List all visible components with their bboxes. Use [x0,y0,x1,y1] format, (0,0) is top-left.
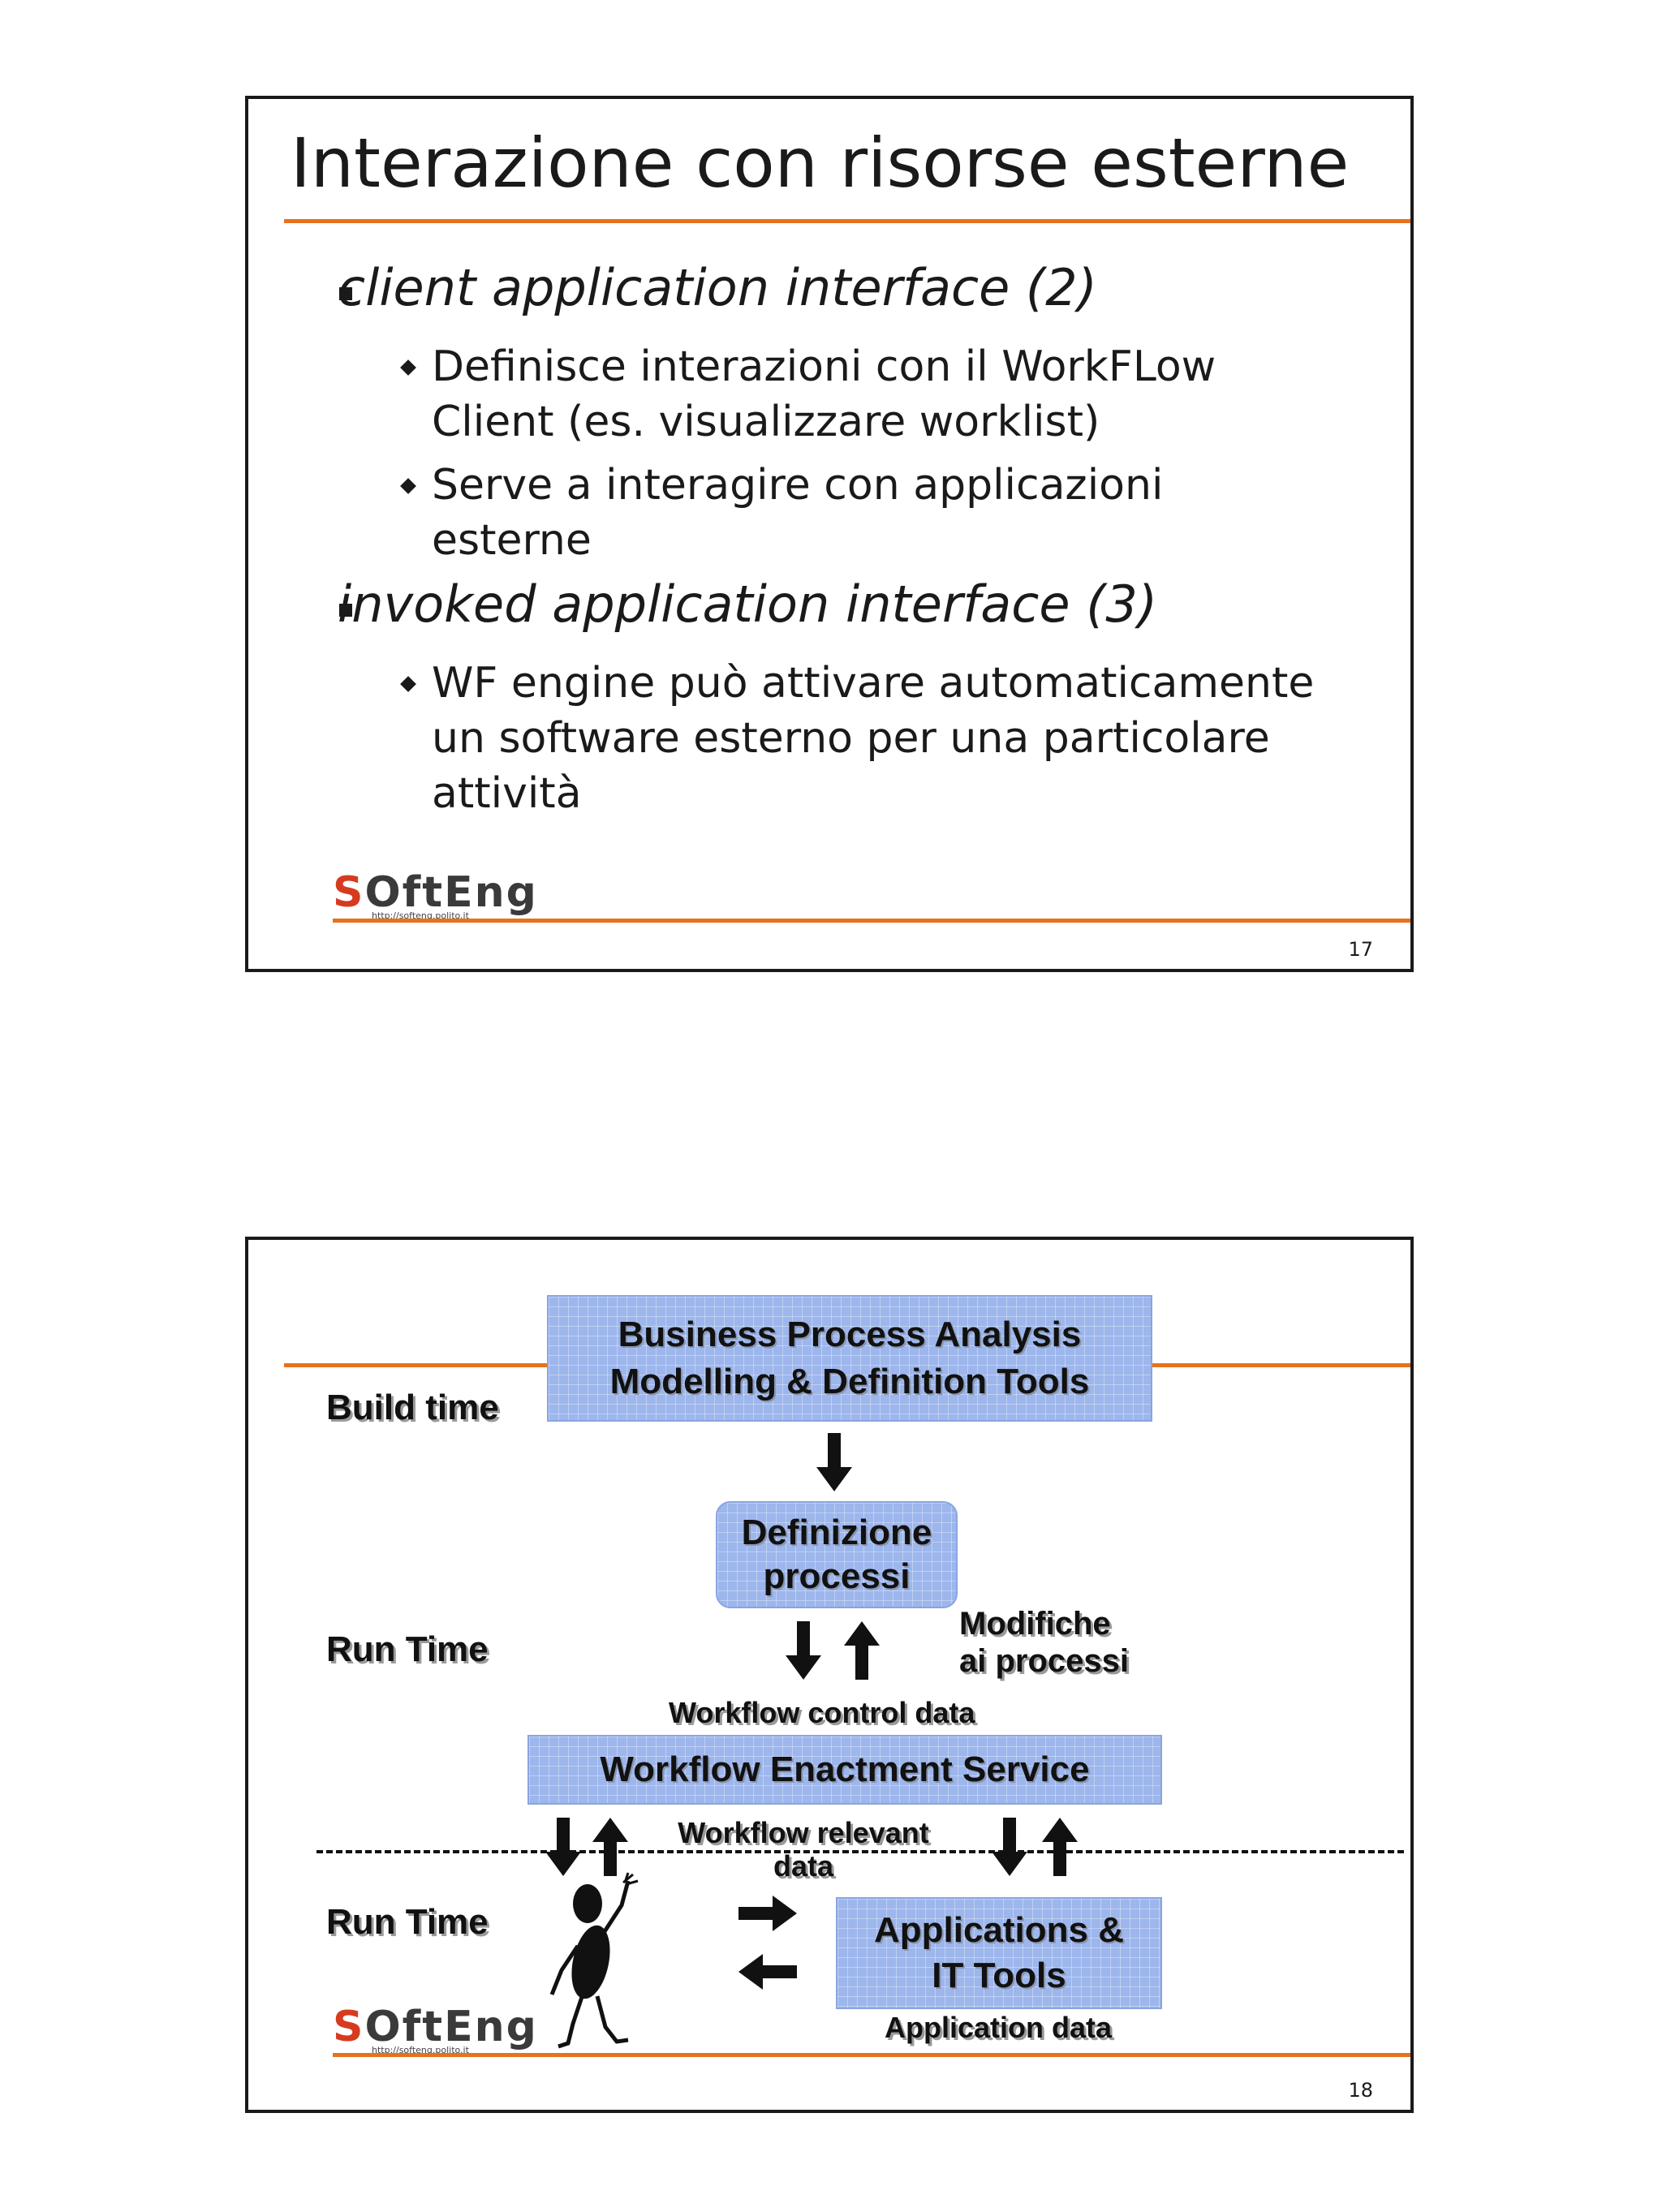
bullet-diamond-icon [400,676,416,692]
softeng-logo: SOftEng http://softeng.polito.it [333,868,538,921]
run-time-separator-line [316,1850,1404,1853]
footer-line [333,919,1410,923]
build-time-label: Build time [326,1388,499,1427]
workflow-relevant-data-label: Workflow relevant data [678,1816,929,1883]
workflow-enactment-service-box: Workflow Enactment Service [527,1735,1162,1805]
run-time-label: Run Time [326,1902,489,1942]
bullet-invoked-application-interface: invoked application interface (3) [338,575,1158,634]
footer-line [333,2053,1410,2057]
arrow-up-icon [844,1621,880,1680]
bullet-square-icon [339,604,352,617]
application-data-label: Application data [885,2011,1113,2044]
definizione-processi-box: Definizione processi [716,1501,958,1608]
slide-17: Interazione con risorse esterne client a… [245,96,1414,972]
arrow-up-icon [592,1818,628,1876]
arrow-down-icon [786,1621,821,1680]
sub-bullet-wf-engine: WF engine può attivare automaticamente u… [432,659,1315,818]
arrow-left-icon [738,1954,797,1990]
sub-bullet-definisce: Definisce interazioni con il WorkFLow Cl… [432,342,1216,446]
arrow-down-icon [816,1433,852,1491]
bullet-square-icon [339,287,352,300]
applications-it-tools-box: Applications & IT Tools [836,1897,1162,2009]
bullet-diamond-icon [400,359,416,376]
slide-title: Interazione con risorse esterne [291,123,1350,203]
arrow-up-icon [1042,1818,1078,1876]
arrow-right-icon [738,1896,797,1931]
modifiche-ai-processi-label: Modifiche ai processi [959,1606,1130,1679]
run-time-label: Run Time [326,1629,489,1669]
slide-18: Business Process Analysis Modelling & De… [245,1237,1414,2113]
page-number: 18 [1348,2079,1373,2102]
sub-bullet-serve: Serve a interagire con applicazioni este… [432,461,1164,565]
workflow-control-data-label: Workflow control data [669,1696,975,1729]
stick-figure-icon [549,1872,639,2049]
business-process-analysis-box: Business Process Analysis Modelling & De… [547,1295,1152,1422]
page-number: 17 [1348,938,1373,961]
arrow-down-icon [992,1818,1027,1876]
softeng-logo: SOftEng http://softeng.polito.it [333,2003,538,2055]
arrow-down-icon [545,1818,581,1876]
bullet-diamond-icon [400,478,416,494]
title-underline [284,219,1410,223]
bullet-client-application-interface: client application interface (2) [338,258,1097,317]
